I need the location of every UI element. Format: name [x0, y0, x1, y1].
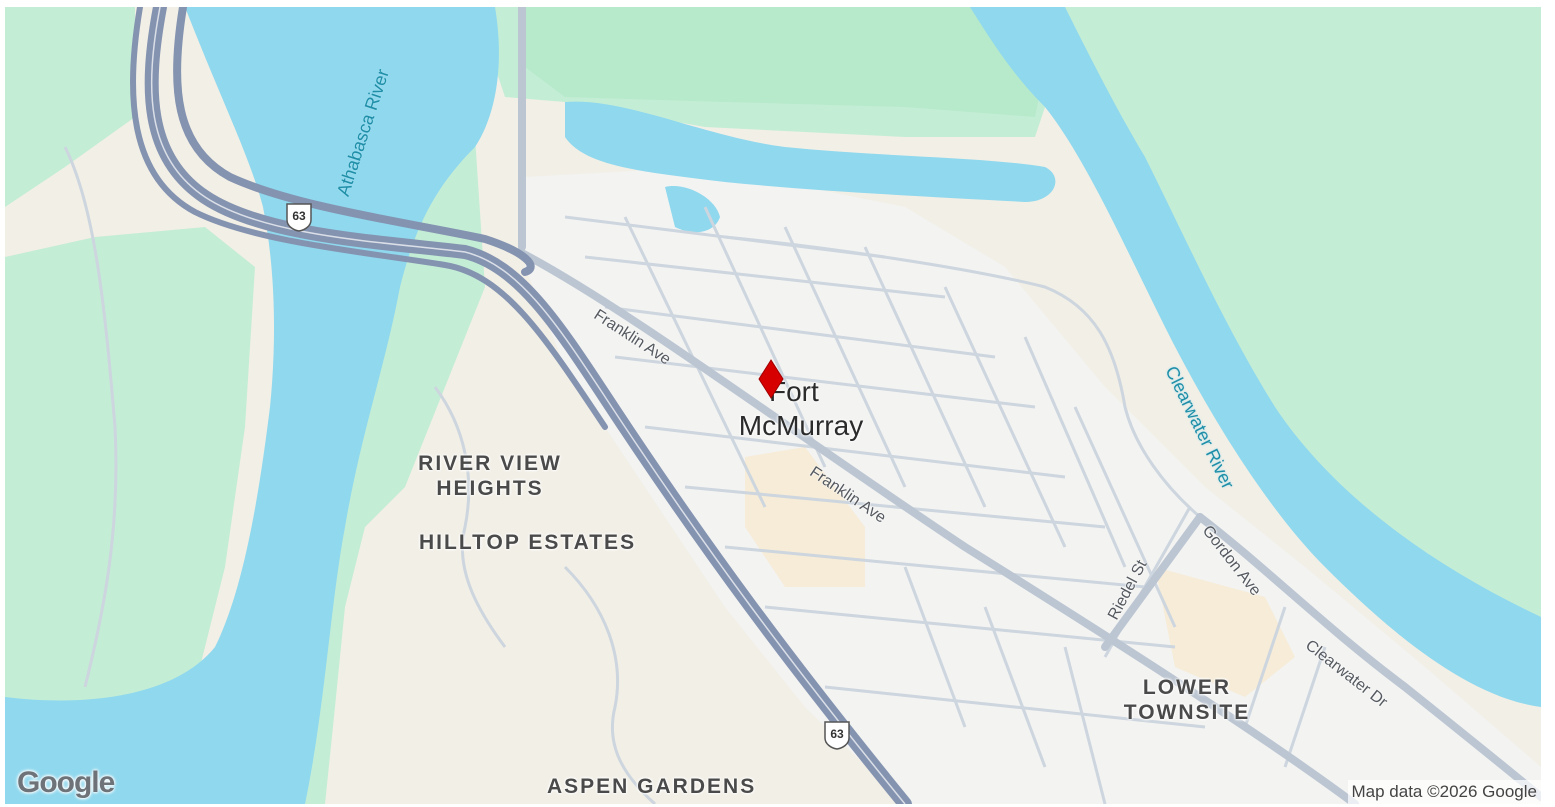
map-attribution[interactable]: Map data ©2026 Google [1347, 780, 1541, 804]
athabasca-river [5, 7, 499, 804]
shield-icon [286, 203, 312, 232]
highway-shield-number: 63 [292, 209, 306, 223]
commercial-area-2 [1155, 567, 1295, 697]
highway-63-shield-south: 63 [823, 720, 851, 750]
highway-63-shield: 63 [285, 202, 313, 232]
franklin-ave-road [516, 248, 1359, 804]
arterial-roads [516, 7, 1541, 804]
highway-shield-number: 63 [830, 727, 844, 741]
minor-roads [63, 146, 1327, 804]
red-map-pin-icon[interactable] [757, 359, 785, 399]
clearwater-river [970, 7, 1541, 707]
location-marker[interactable] [757, 359, 785, 399]
shield-icon [824, 721, 850, 750]
google-logo: Google [17, 766, 115, 799]
gordon-clearwater-road [1196, 513, 1541, 801]
pond [665, 186, 720, 233]
map-canvas[interactable] [5, 7, 1541, 804]
riedel-st-road [1101, 513, 1204, 651]
map-view[interactable]: 63 63 Athabasca River Clearwater River F… [5, 7, 1541, 804]
snye-channel [565, 101, 1056, 202]
park-north [525, 7, 1045, 117]
